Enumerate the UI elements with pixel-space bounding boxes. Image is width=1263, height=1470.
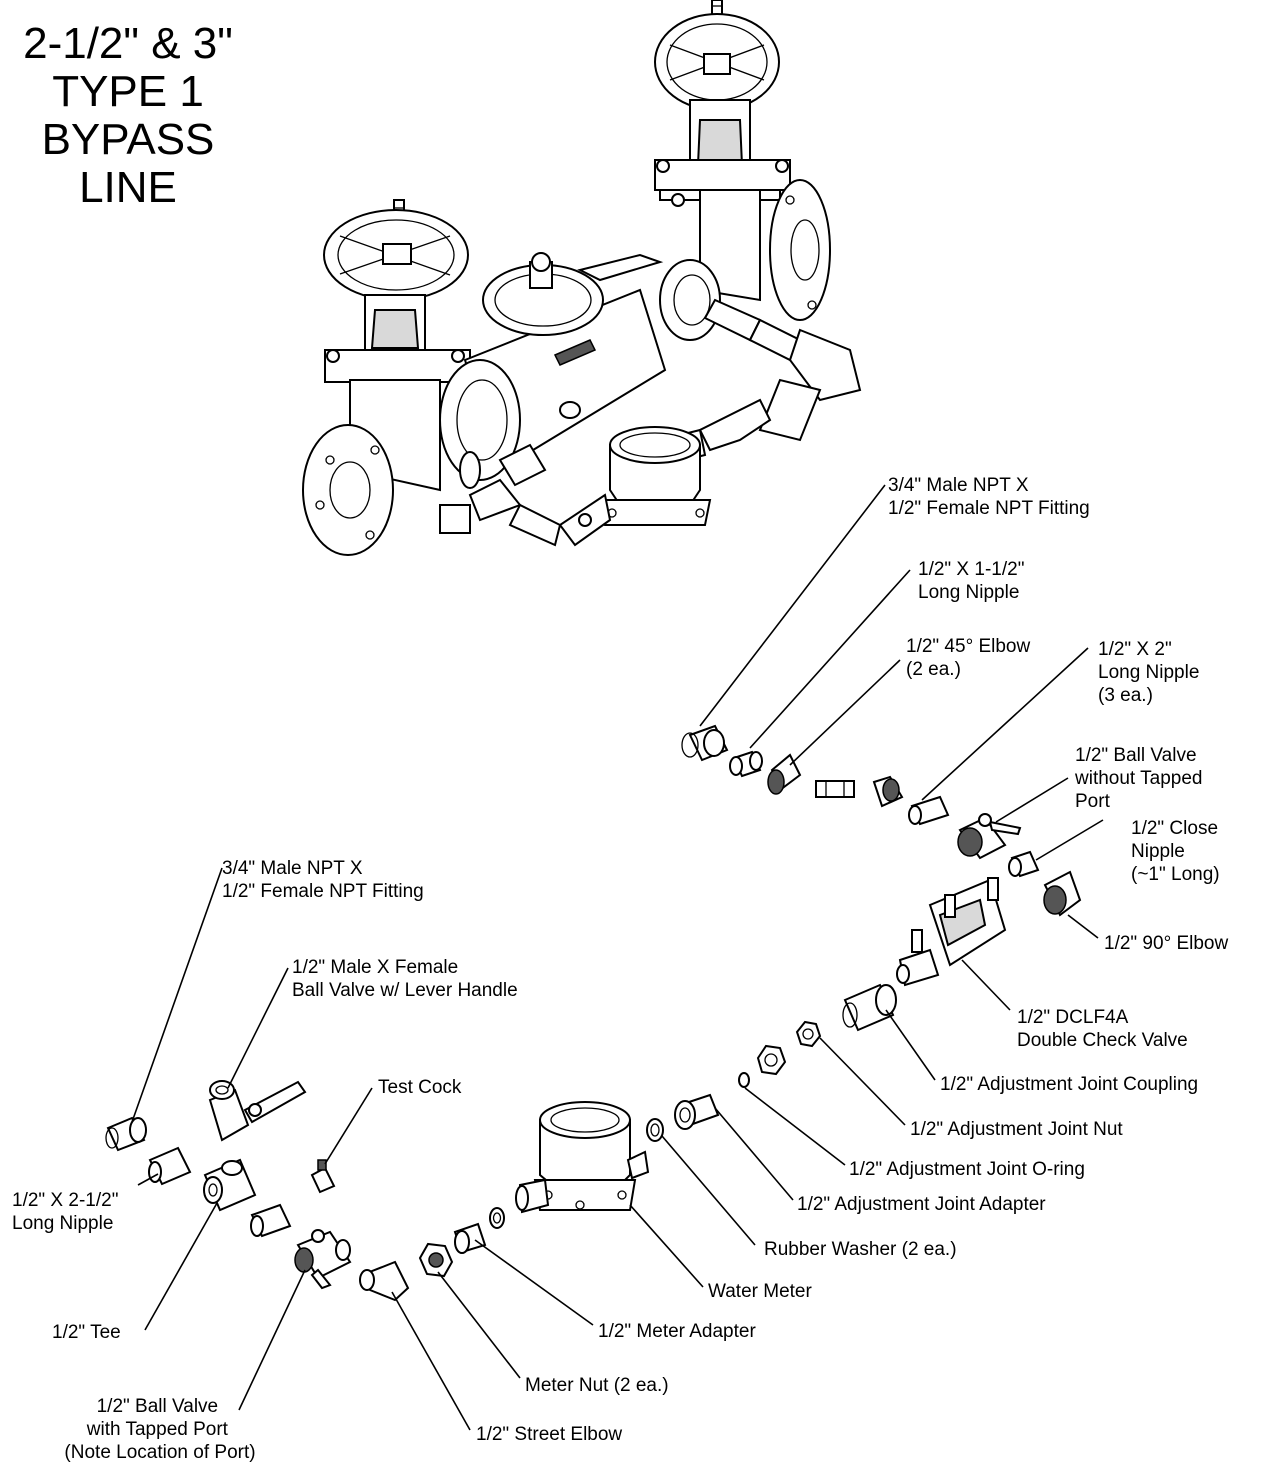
part-dclf4a-valve	[896, 877, 1007, 987]
part-adj-nut	[795, 1020, 822, 1048]
part-rubber-washer-b	[489, 1207, 505, 1229]
label-adj-nut: 1/2" Adjustment Joint Nut	[910, 1119, 1123, 1140]
part-water-meter	[515, 1101, 650, 1214]
right-gate-valve	[654, 0, 831, 321]
label-elbow-45: 1/2" 45° Elbow (2 ea.)	[906, 636, 1035, 680]
part-ball-valve-lever	[208, 1080, 307, 1142]
label-nipple-2: 1/2" X 2" Long Nipple (3 ea.)	[1098, 639, 1205, 706]
title-line-2: TYPE 1	[52, 67, 204, 116]
part-meter-adapter	[453, 1222, 487, 1254]
label-ball-valve-lever: 1/2" Male X Female Ball Valve w/ Lever H…	[292, 957, 518, 1001]
part-meter-nut	[418, 1242, 454, 1278]
part-nipple-1-5	[729, 750, 763, 778]
bypass-piping-installed	[439, 298, 862, 547]
part-test-cock	[310, 1159, 336, 1194]
label-adj-oring: 1/2" Adjustment Joint O-ring	[849, 1159, 1085, 1180]
title-line-1: 2-1/2" & 3"	[23, 19, 233, 68]
label-nipple-2-5: 1/2" X 2-1/2" Long Nipple	[12, 1190, 124, 1234]
label-ball-valve-no-port: 1/2" Ball Valve without Tapped Port	[1074, 745, 1208, 812]
part-rubber-washer-a	[646, 1118, 664, 1142]
main-valve-body	[439, 252, 721, 481]
label-close-nipple: 1/2" Close Nipple (~1" Long)	[1131, 818, 1223, 885]
label-nipple-1-5: 1/2" X 1-1/2" Long Nipple	[918, 559, 1030, 603]
label-elbow-90: 1/2" 90° Elbow	[1104, 933, 1228, 954]
part-nipple-2-lower	[250, 1203, 292, 1238]
part-labels: 3/4" Male NPT X 1/2" Female NPT Fitting …	[12, 475, 1228, 1463]
part-elbow-90	[1043, 870, 1082, 917]
part-fitting-lower	[105, 1116, 147, 1152]
label-rubber-washer: Rubber Washer (2 ea.)	[764, 1239, 957, 1260]
part-nipple-2-5	[148, 1146, 192, 1186]
part-close-nipple	[1008, 850, 1040, 878]
label-water-meter: Water Meter	[708, 1281, 812, 1302]
main-backflow-assembly	[302, 0, 862, 556]
label-meter-nut: Meter Nut (2 ea.)	[525, 1375, 669, 1396]
part-elbow-45-b	[872, 775, 904, 808]
label-tee: 1/2" Tee	[52, 1322, 121, 1343]
label-dclf4a: 1/2" DCLF4A Double Check Valve	[1017, 1007, 1188, 1051]
part-ball-valve-no-port	[957, 813, 1022, 860]
part-ball-valve-tapped	[294, 1229, 352, 1290]
leader-lines	[131, 484, 1104, 1431]
label-fitting-upper: 3/4" Male NPT X 1/2" Female NPT Fitting	[888, 475, 1090, 519]
label-ball-valve-tapped: 1/2" Ball Valve with Tapped Port (Note L…	[64, 1396, 255, 1463]
part-elbow-45-a	[767, 753, 802, 795]
label-test-cock: Test Cock	[378, 1077, 462, 1098]
part-adj-coupling	[842, 983, 897, 1032]
part-fitting-upper	[681, 724, 729, 762]
title-line-4: LINE	[79, 163, 177, 212]
label-street-elbow: 1/2" Street Elbow	[476, 1424, 622, 1445]
part-adj-nut-large	[756, 1044, 787, 1076]
exploded-lower-parts	[105, 1080, 650, 1302]
exploded-upper-parts	[646, 724, 1082, 1142]
label-meter-adapter: 1/2" Meter Adapter	[598, 1321, 756, 1342]
part-adj-adapter	[674, 1093, 720, 1130]
part-nipple-2-mid	[815, 780, 855, 798]
part-street-elbow	[359, 1260, 410, 1302]
title-line-3: BYPASS	[41, 115, 215, 164]
label-fitting-lower: 3/4" Male NPT X 1/2" Female NPT Fitting	[222, 858, 424, 902]
left-gate-valve	[302, 199, 471, 556]
diagram-title: 2-1/2" & 3" TYPE 1 BYPASS LINE	[8, 20, 248, 212]
label-adj-adapter: 1/2" Adjustment Joint Adapter	[797, 1194, 1046, 1215]
label-adj-coupling: 1/2" Adjustment Joint Coupling	[940, 1074, 1198, 1095]
part-adj-oring	[738, 1072, 750, 1088]
part-tee	[203, 1158, 257, 1212]
part-nipple-2-upper	[908, 795, 950, 826]
